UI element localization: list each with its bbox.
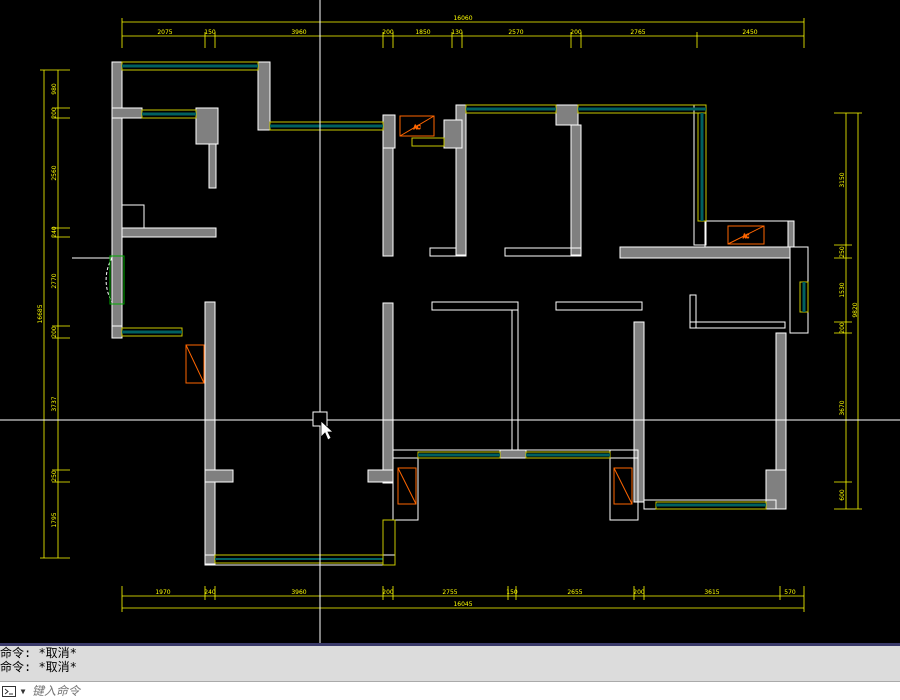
svg-text:9820: 9820 xyxy=(852,302,859,317)
svg-text:2075: 2075 xyxy=(157,29,172,36)
dimension-text: 16060 2075 150 3960 200 1850 130 2570 20… xyxy=(37,15,859,608)
svg-text:600: 600 xyxy=(839,489,846,501)
windows xyxy=(121,61,809,566)
svg-text:200: 200 xyxy=(51,107,58,119)
command-prompt-icon[interactable] xyxy=(0,684,18,698)
svg-text:200: 200 xyxy=(382,589,394,596)
svg-text:980: 980 xyxy=(51,83,58,95)
svg-text:16045: 16045 xyxy=(453,601,472,608)
command-input[interactable] xyxy=(28,683,832,699)
history-line: 命令: *取消* xyxy=(0,660,77,674)
chevron-down-icon[interactable]: ▼ xyxy=(20,686,26,696)
svg-text:3960: 3960 xyxy=(291,589,306,596)
svg-text:200: 200 xyxy=(633,589,645,596)
svg-text:200: 200 xyxy=(382,29,394,36)
svg-text:1795: 1795 xyxy=(51,512,58,527)
command-line: ▼ xyxy=(0,681,900,700)
svg-text:2560: 2560 xyxy=(51,165,58,180)
walls xyxy=(111,61,809,566)
svg-text:1850: 1850 xyxy=(415,29,430,36)
svg-text:2770: 2770 xyxy=(51,273,58,288)
svg-text:16685: 16685 xyxy=(37,304,44,323)
command-history: 命令: *取消* 命令: *取消* xyxy=(0,643,900,681)
svg-text:AC: AC xyxy=(414,125,421,131)
svg-text:2755: 2755 xyxy=(442,589,457,596)
svg-text:2570: 2570 xyxy=(508,29,523,36)
svg-text:3150: 3150 xyxy=(839,172,846,187)
svg-text:3670: 3670 xyxy=(839,400,846,415)
svg-text:200: 200 xyxy=(839,322,846,334)
svg-text:570: 570 xyxy=(784,589,796,596)
dimension-lines xyxy=(40,18,862,612)
svg-text:3960: 3960 xyxy=(291,29,306,36)
svg-text:1970: 1970 xyxy=(155,589,170,596)
svg-text:2450: 2450 xyxy=(742,29,757,36)
history-line: 命令: *取消* xyxy=(0,646,77,660)
svg-text:3737: 3737 xyxy=(51,396,58,411)
crosshair-cursor xyxy=(0,0,900,643)
door-swing xyxy=(72,255,125,305)
svg-text:150: 150 xyxy=(506,589,518,596)
svg-text:130: 130 xyxy=(451,29,463,36)
svg-text:240: 240 xyxy=(51,226,58,238)
svg-text:200: 200 xyxy=(51,326,58,338)
drawing-canvas[interactable]: AC AC xyxy=(0,0,900,643)
arrow-pointer-icon xyxy=(320,420,335,441)
svg-text:AC: AC xyxy=(743,234,749,240)
svg-text:2655: 2655 xyxy=(567,589,582,596)
svg-text:3615: 3615 xyxy=(704,589,719,596)
svg-text:1530: 1530 xyxy=(839,282,846,297)
svg-text:16060: 16060 xyxy=(453,15,472,22)
svg-text:200: 200 xyxy=(570,29,582,36)
svg-text:150: 150 xyxy=(204,29,216,36)
svg-text:250: 250 xyxy=(51,470,58,482)
svg-text:240: 240 xyxy=(204,589,216,596)
ac-units: AC AC xyxy=(185,115,765,505)
svg-text:250: 250 xyxy=(839,246,846,258)
svg-text:2765: 2765 xyxy=(630,29,645,36)
